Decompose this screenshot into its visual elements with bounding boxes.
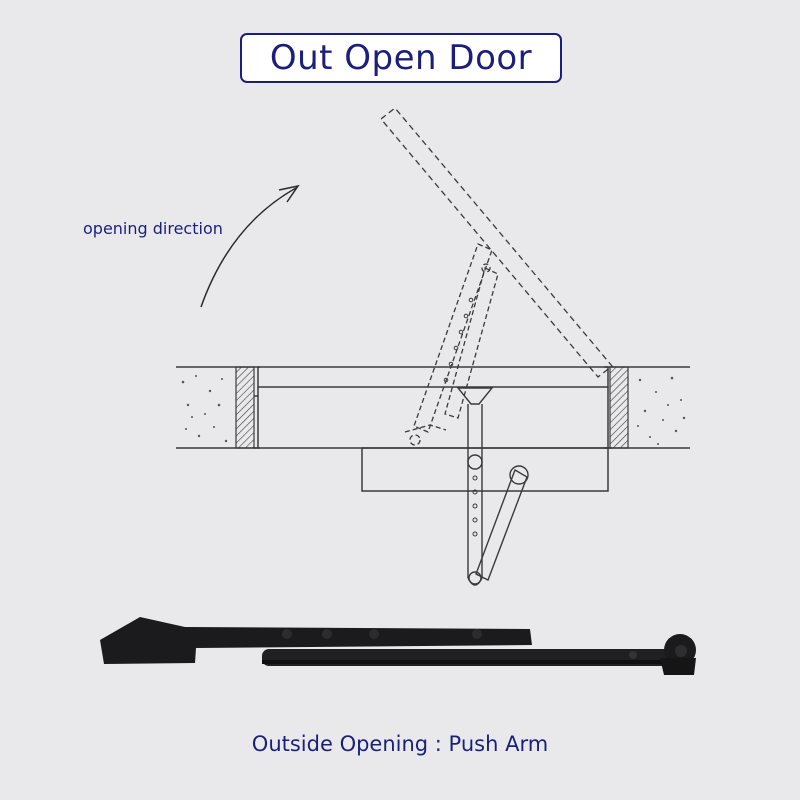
caption: Outside Opening : Push Arm xyxy=(251,732,549,756)
door-open-outline xyxy=(380,107,613,378)
title-box: Out Open Door xyxy=(240,33,562,83)
door-frame xyxy=(254,366,612,492)
arm-closed-mechanism xyxy=(456,387,529,586)
diagram-title: Out Open Door xyxy=(269,38,533,78)
opening-direction-label: opening direction xyxy=(83,219,223,238)
arm-open-outline xyxy=(404,243,499,446)
arm-open-holes xyxy=(443,297,474,383)
wall-right xyxy=(604,366,690,449)
push-arm-product xyxy=(100,617,696,675)
opening-direction-arrow xyxy=(200,184,300,308)
arm-closed-holes xyxy=(472,475,478,537)
wall-left xyxy=(176,366,260,449)
